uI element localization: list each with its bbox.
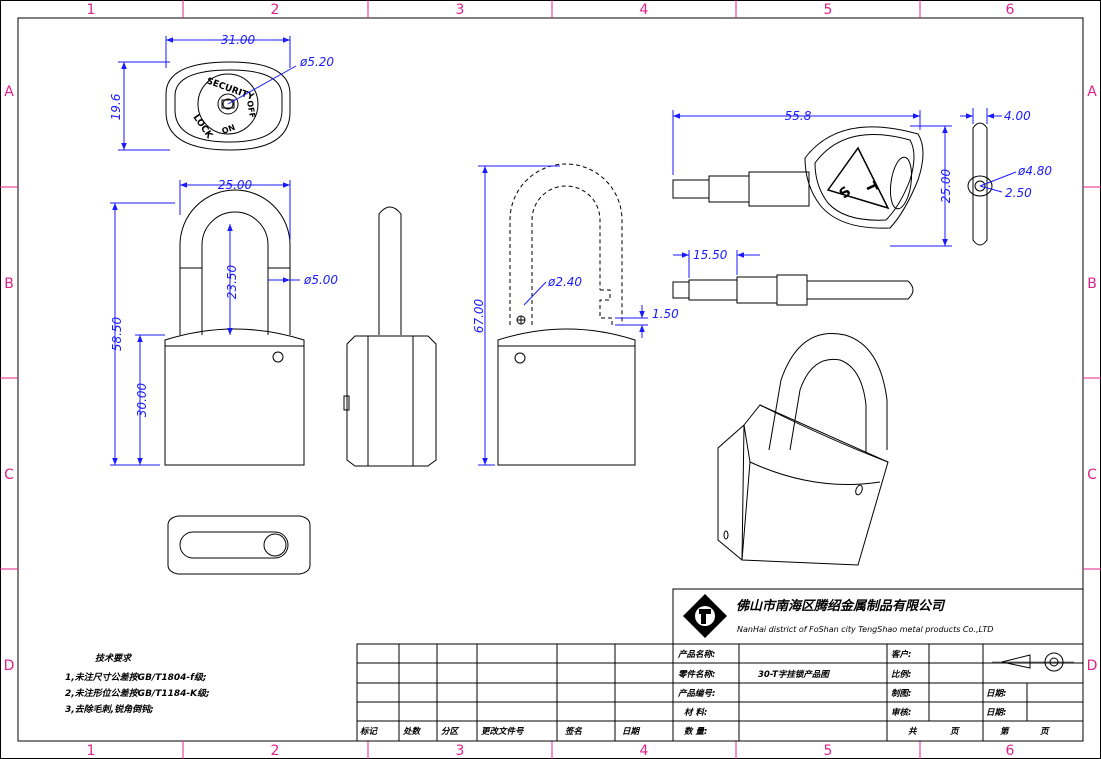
sheet-page-label: 页	[1040, 727, 1050, 737]
dim-lock-width: 31.00	[221, 33, 256, 47]
part-name-value: 30-T字挂锁产品图	[758, 669, 830, 680]
zone-label-top-6: 6	[1006, 2, 1015, 18]
title-block	[356, 588, 1084, 742]
dim-key-bore: 2.50	[1005, 186, 1032, 200]
part-name-label: 零件名称:	[678, 669, 715, 680]
drawn-label: 制图:	[891, 688, 911, 699]
zone-label-bottom-1: 1	[87, 743, 96, 759]
zone-label-right-b: B	[1087, 276, 1097, 292]
dim-shackle-inner: 23.50	[225, 264, 239, 299]
zone-label-right-c: C	[1087, 467, 1097, 483]
key-logo-s: S	[836, 184, 854, 203]
key-side-dims	[960, 108, 1017, 193]
isometric-view	[717, 333, 889, 566]
company-name-en: NanHai district of FoShan city TengShao …	[737, 625, 993, 634]
dim-shackle-width: 25.00	[218, 178, 253, 192]
key-logo-t: T	[861, 180, 880, 196]
notes-title: 技术要求	[95, 653, 133, 664]
notes-line-1: 1,未注尺寸公差按GB/T1804-f级;	[65, 672, 207, 683]
open-shackle-view	[497, 163, 636, 466]
dim-key-blade: 15.50	[693, 248, 728, 262]
cylinder-on-label: ON	[221, 123, 237, 136]
open-shackle-dims	[478, 165, 648, 466]
rev-header-mark: 标记	[360, 726, 379, 737]
zone-label-left-a: A	[4, 84, 14, 100]
key-bottom-view	[672, 274, 914, 306]
zone-label-left-c: C	[4, 467, 14, 483]
rev-header-count: 处数	[402, 726, 422, 737]
top-view	[167, 515, 311, 575]
company-logo	[683, 594, 727, 638]
dim-overall-height: 58.50	[110, 316, 124, 351]
key-bottom-dims	[673, 250, 760, 278]
quantity-label: 数 量:	[684, 726, 707, 737]
customer-label: 客户:	[891, 649, 911, 660]
checked-label: 审核:	[891, 707, 911, 718]
zone-label-bottom-6: 6	[1006, 743, 1015, 759]
front-view	[164, 189, 305, 466]
zone-label-left-d: D	[4, 658, 15, 674]
sheet-label: 第	[1000, 726, 1010, 737]
zone-label-top-1: 1	[87, 2, 96, 18]
cylinder-off-label: OFF	[245, 100, 257, 119]
date-label-checked: 日期:	[986, 707, 1006, 718]
dim-key-length: 55.8	[785, 109, 812, 123]
dim-key-dia: ø4.80	[1017, 164, 1052, 178]
key-side-view	[967, 122, 993, 246]
zone-label-bottom-3: 3	[456, 743, 465, 759]
rev-header-date: 日期	[622, 726, 641, 737]
material-label: 材 料:	[684, 707, 707, 718]
notes-line-2: 2,未注形位公差按GB/T1184-K级;	[65, 688, 210, 699]
dim-body-height: 30.00	[135, 382, 149, 417]
product-name-label: 产品名称:	[677, 649, 715, 660]
zone-label-right-a: A	[1087, 84, 1097, 100]
company-name-cn: 佛山市南海区腾绍金属制品有限公司	[736, 598, 946, 614]
dim-keyhole-dia: ø5.20	[299, 55, 334, 69]
zone-label-top-4: 4	[640, 2, 649, 18]
date-label-drawn: 日期:	[986, 688, 1006, 699]
rev-header-zone: 分区	[441, 726, 460, 737]
product-no-label: 产品编号:	[677, 688, 715, 699]
key-front-dims	[672, 110, 952, 247]
scale-label: 比例:	[891, 669, 911, 680]
zone-label-top-3: 3	[456, 2, 465, 18]
zone-label-top-2: 2	[271, 2, 280, 18]
dim-key-head-height: 25.00	[939, 168, 953, 203]
total-label: 共	[908, 726, 918, 737]
rev-header-doc: 更改文件号	[481, 726, 525, 737]
dim-shackle-dia: ø5.00	[303, 273, 338, 287]
dim-notch-dia: ø2.40	[547, 275, 582, 289]
cylinder-ring-label: SECURITY	[205, 76, 255, 102]
zone-label-bottom-2: 2	[271, 743, 280, 759]
zone-label-top-5: 5	[824, 2, 833, 18]
cylinder-face-dims	[121, 37, 297, 150]
notes-line-3: 3,去除毛刺,锐角倒钝;	[65, 704, 154, 715]
dim-lock-height: 19.6	[109, 93, 123, 120]
zone-label-bottom-4: 4	[640, 743, 649, 759]
zone-label-left-b: B	[4, 276, 14, 292]
key-front-view	[672, 126, 924, 229]
front-view-dims	[110, 180, 300, 466]
dim-open-height: 67.00	[472, 298, 486, 333]
zone-label-bottom-5: 5	[824, 743, 833, 759]
side-view	[343, 206, 437, 467]
dim-key-thickness: 4.00	[1004, 109, 1031, 123]
dim-notch-depth: 1.50	[652, 307, 679, 321]
zone-label-right-d: D	[1087, 658, 1098, 674]
rev-header-sign: 签名	[565, 726, 583, 737]
total-page-label: 页	[950, 727, 960, 737]
